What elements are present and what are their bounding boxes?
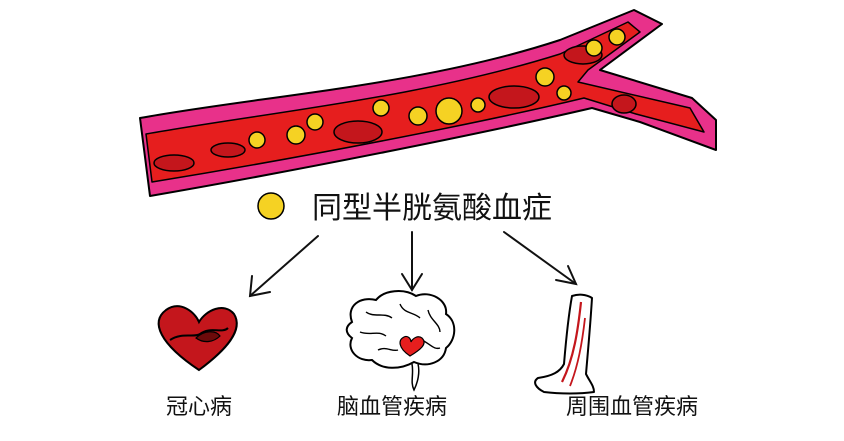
blood-vessel	[139, 9, 717, 197]
arrow-to-heart	[248, 235, 319, 298]
homocysteine-dot	[585, 39, 603, 57]
red-blood-cell	[210, 142, 246, 158]
brain-icon	[345, 290, 456, 392]
legend: 同型半胱氨酸血症	[257, 191, 552, 226]
homocysteine-dot	[535, 67, 555, 87]
vessel-lumen	[145, 21, 705, 183]
homocysteine-dot	[408, 106, 428, 126]
homocysteine-dot	[470, 97, 486, 113]
arrow-to-brain	[401, 231, 423, 292]
outcome-label-cerebrovascular: 脑血管疾病	[337, 395, 447, 420]
arrows	[248, 231, 578, 298]
heart-icon	[157, 305, 238, 372]
homocysteine-dot	[286, 125, 306, 145]
red-blood-cell	[611, 94, 637, 114]
legend-dot	[257, 192, 285, 220]
homocysteine-particles	[248, 28, 626, 149]
outcome-label-coronary: 冠心病	[166, 395, 232, 420]
outcome-label-peripheral: 周围血管疾病	[566, 395, 698, 420]
homocysteine-dot	[435, 97, 463, 125]
red-blood-cell	[333, 120, 383, 144]
legend-label: 同型半胱氨酸血症	[312, 191, 552, 226]
red-blood-cell	[488, 85, 540, 109]
homocysteine-dot	[306, 113, 324, 131]
leg-icon	[534, 293, 595, 395]
red-blood-cells	[153, 45, 637, 172]
homocysteine-dot	[372, 99, 390, 117]
homocysteine-dot	[248, 131, 266, 149]
homocysteine-dot	[556, 85, 572, 101]
red-blood-cell	[153, 154, 195, 172]
homocysteine-dot	[608, 28, 626, 46]
arrow-to-leg	[503, 231, 578, 286]
